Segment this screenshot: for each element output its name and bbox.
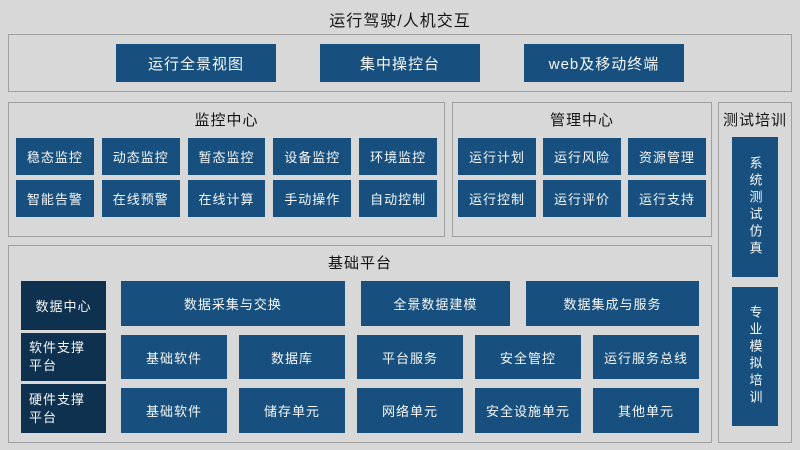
block-storage-unit: 储存单元: [239, 388, 345, 434]
base-platform-rows: 数据采集与交换 全景数据建模 数据集成与服务 基础软件 数据库 平台服务 安全管…: [121, 281, 699, 434]
test-training-panel: 测试培训 系统测试仿真 专业模拟培训: [718, 102, 792, 443]
base-platform-title: 基础平台: [327, 255, 392, 272]
page-title: 运行驾驶/人机交互: [329, 13, 471, 30]
management-center-title: 管理中心: [549, 112, 614, 129]
block-intelligent-alarm: 智能告警: [16, 180, 94, 217]
base-platform-categories: 数据中心 软件支撑 平台 硬件支撑 平台: [21, 281, 106, 434]
block-auto-control: 自动控制: [359, 180, 437, 217]
block-equipment-monitoring: 设备监控: [273, 138, 352, 175]
monitoring-center-grid: 稳态监控 动态监控 暂态监控 设备监控 环境监控 智能告警 在线预警 在线计算 …: [16, 138, 437, 217]
test-training-body: 系统测试仿真 专业模拟培训: [719, 133, 791, 442]
block-environment-monitoring: 环境监控: [359, 138, 437, 175]
test-training-title: 测试培训: [722, 112, 787, 129]
monitoring-center-panel: 监控中心 稳态监控 动态监控 暂态监控 设备监控 环境监控 智能告警 在线预警 …: [8, 102, 445, 237]
block-central-console: 集中操控台: [320, 44, 480, 82]
block-data-collection-exchange: 数据采集与交换: [121, 281, 345, 326]
block-professional-simulation-training: 专业模拟培训: [732, 286, 778, 426]
block-operation-evaluation: 运行评价: [543, 180, 621, 217]
block-operation-support: 运行支持: [628, 180, 706, 217]
block-basic-software-hw: 基础软件: [121, 388, 227, 434]
block-panorama-view: 运行全景视图: [116, 44, 276, 82]
block-resource-management: 资源管理: [628, 138, 706, 175]
block-security-control: 安全管控: [475, 334, 581, 380]
block-transient-monitoring: 暂态监控: [187, 138, 266, 175]
block-other-unit: 其他单元: [593, 388, 699, 434]
software-platform-row: 基础软件 数据库 平台服务 安全管控 运行服务总线: [121, 334, 699, 380]
block-web-mobile-terminal: web及移动终端: [524, 44, 684, 82]
block-dynamic-monitoring: 动态监控: [101, 138, 180, 175]
block-security-facility-unit: 安全设施单元: [475, 388, 581, 434]
block-manual-operation: 手动操作: [273, 180, 352, 217]
block-network-unit: 网络单元: [357, 388, 463, 434]
block-operation-plan: 运行计划: [458, 138, 536, 175]
block-operation-risk: 运行风险: [543, 138, 621, 175]
block-platform-services: 平台服务: [357, 334, 463, 380]
block-hardware-support-platform: 硬件支撑 平台: [21, 384, 106, 434]
operation-cockpit-panel: 运行全景视图 集中操控台 web及移动终端: [8, 34, 792, 92]
monitoring-center-title: 监控中心: [194, 112, 259, 129]
block-software-support-platform: 软件支撑 平台: [21, 332, 106, 382]
data-center-row: 数据采集与交换 全景数据建模 数据集成与服务: [121, 281, 699, 326]
base-platform-panel: 基础平台 数据中心 软件支撑 平台 硬件支撑 平台 数据采集与交换 全景数据建模…: [8, 245, 712, 443]
management-center-panel: 管理中心 运行计划 运行风险 资源管理 运行控制 运行评价 运行支持: [452, 102, 712, 237]
block-basic-software: 基础软件: [121, 334, 227, 380]
block-data-center: 数据中心: [21, 281, 106, 330]
block-system-test-simulation: 系统测试仿真: [732, 137, 778, 277]
hardware-platform-row: 基础软件 储存单元 网络单元 安全设施单元 其他单元: [121, 388, 699, 434]
block-online-warning: 在线预警: [101, 180, 180, 217]
block-panorama-data-modeling: 全景数据建模: [360, 281, 510, 326]
block-steady-state-monitoring: 稳态监控: [16, 138, 94, 175]
block-online-calculation: 在线计算: [187, 180, 266, 217]
management-center-grid: 运行计划 运行风险 资源管理 运行控制 运行评价 运行支持: [458, 138, 706, 217]
block-data-integration-services: 数据集成与服务: [525, 281, 699, 326]
base-platform-body: 数据中心 软件支撑 平台 硬件支撑 平台 数据采集与交换 全景数据建模 数据集成…: [21, 281, 699, 434]
block-database: 数据库: [239, 334, 345, 380]
block-operation-control: 运行控制: [458, 180, 536, 217]
block-operation-service-bus: 运行服务总线: [593, 334, 699, 380]
